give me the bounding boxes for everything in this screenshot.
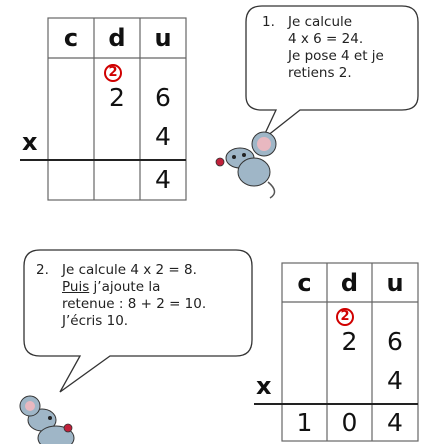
top-bubble-number: 1. (262, 14, 275, 30)
top-header-d: d (108, 24, 126, 52)
bottom-table-grid (254, 262, 419, 442)
mouse-illustration-top (215, 131, 277, 199)
bottom-row2-u: 4 (387, 366, 403, 395)
underlined-word: Puis (62, 279, 90, 295)
mouse-illustration-bottom (19, 395, 75, 444)
top-bubble-line: retiens 2. (288, 65, 352, 81)
top-header-c: c (63, 24, 79, 52)
top-header-u: u (154, 24, 172, 52)
bottom-bubble-line: J’écris 10. (62, 313, 129, 329)
top-bubble-line: Je pose 4 et je (288, 48, 384, 64)
bottom-bubble-line: Je calcule 4 x 2 = 8. (62, 262, 197, 278)
bottom-row1-u: 6 (387, 327, 403, 356)
top-speech-bubble (245, 5, 419, 141)
top-carry-digit: 2 (104, 64, 122, 82)
top-result-u: 4 (155, 165, 171, 194)
bottom-bubble-line: Puis j’ajoute la (62, 279, 246, 296)
bottom-result-c: 1 (296, 408, 313, 437)
bottom-row1-d: 2 (341, 327, 358, 356)
top-row2-u: 4 (155, 122, 171, 151)
top-row1-d: 2 (109, 83, 125, 112)
bottom-result-d: 0 (341, 408, 358, 437)
bottom-carry-digit: 2 (336, 308, 354, 326)
top-table-grid (20, 17, 187, 201)
top-row1-u: 6 (155, 83, 171, 112)
bottom-bubble-text: 2. Je calcule 4 x 2 = 8. Puis j’ajoute l… (36, 262, 246, 330)
top-bubble-line: Je calcule (288, 14, 353, 30)
top-bubble-line: 4 x 6 = 24. (288, 31, 364, 47)
bottom-bubble-line-rest: j’ajoute la (89, 279, 161, 295)
top-multiply-sign: x (22, 128, 38, 156)
bottom-speech-bubble (23, 249, 253, 393)
bottom-header-u: u (386, 269, 404, 297)
bottom-result-u: 4 (387, 408, 403, 437)
top-bubble-text: 1. Je calcule 4 x 6 = 24. Je pose 4 et j… (262, 14, 412, 82)
bottom-header-c: c (297, 269, 312, 297)
bottom-bubble-line: retenue : 8 + 2 = 10. (62, 296, 207, 312)
bottom-header-d: d (340, 269, 359, 297)
bottom-multiply-sign: x (256, 372, 272, 400)
bottom-bubble-number: 2. (36, 262, 49, 278)
